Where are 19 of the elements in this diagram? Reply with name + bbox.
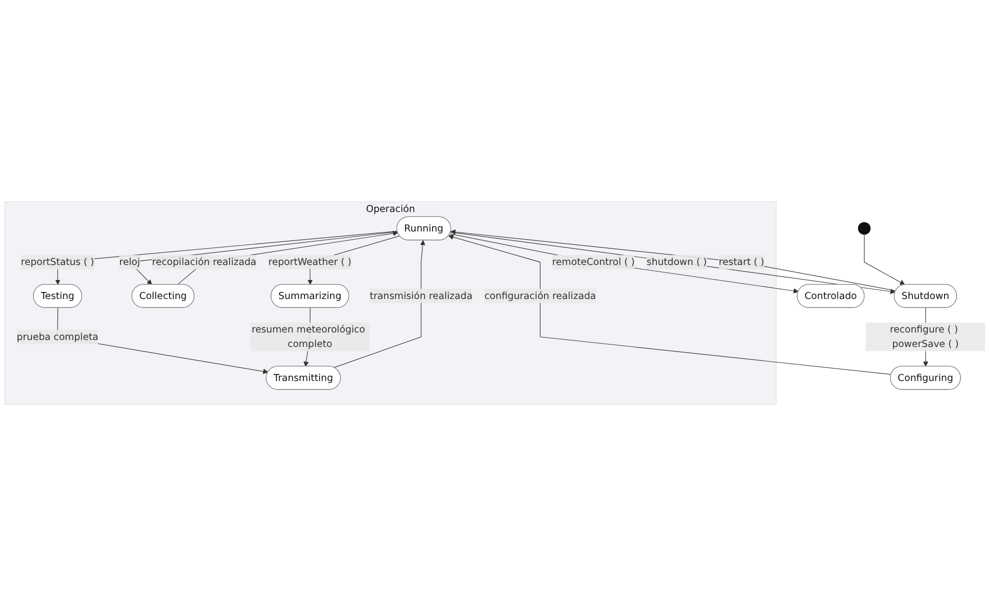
edge-label: reconfigure ( ) powerSave ( ) <box>890 324 959 350</box>
edge-label: prueba completa <box>16 330 98 342</box>
arrow <box>55 230 398 285</box>
arrow <box>334 240 426 368</box>
arrow <box>450 233 799 294</box>
edge-label: transmisión realizada <box>370 290 472 302</box>
arrow <box>448 234 892 375</box>
edge-label: shutdown ( ) <box>646 256 707 268</box>
edge-label: reportStatus ( ) <box>20 256 94 268</box>
edge-label: restart ( ) <box>718 256 764 268</box>
edge-label: remoteControl ( ) <box>552 256 635 268</box>
edge-label: resumen meteorológico completo <box>252 324 366 350</box>
edge-label: recopilación realizada <box>152 256 256 268</box>
node-circle <box>858 222 871 235</box>
edge-label: reloj <box>119 256 140 268</box>
edge-label: reportWeather ( ) <box>268 256 352 268</box>
arrow <box>864 234 905 285</box>
edge-label: configuración realizada <box>484 290 596 302</box>
arrow <box>177 230 398 285</box>
